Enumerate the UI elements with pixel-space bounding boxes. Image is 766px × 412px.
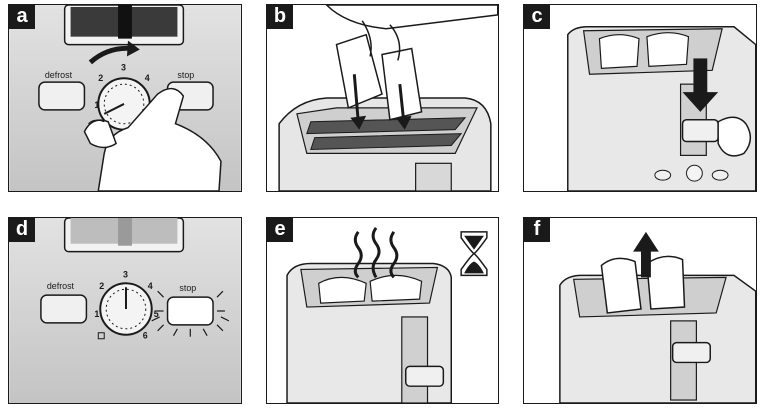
slot-left [306, 117, 467, 135]
slot-right [310, 133, 463, 150]
stop-button[interactable] [166, 296, 214, 326]
defrost-label: defrost [47, 281, 75, 291]
lever-track [401, 316, 429, 403]
bread-in-slot-left [318, 276, 367, 304]
panel-e-toasting: e [266, 217, 499, 404]
browning-dial[interactable] [99, 282, 153, 336]
insert-arrow-head-right [395, 115, 412, 130]
step-tag: a [9, 5, 35, 29]
steam-icon [353, 227, 399, 279]
fingers [361, 20, 401, 61]
defrost-button[interactable] [40, 294, 88, 324]
step-tag: b [267, 5, 293, 29]
insert-arrow-head-left [350, 115, 367, 130]
thumb [83, 119, 117, 149]
bread-slice-right [381, 47, 423, 121]
stop-label: stop [177, 70, 194, 80]
hand-holding-bread [325, 5, 498, 30]
panel-c-press-lever: c [523, 4, 757, 192]
toast-icon [97, 332, 105, 340]
bread-in-slot-left [598, 34, 640, 69]
mini-button-right [711, 169, 729, 181]
step-tag: d [9, 218, 35, 242]
insert-arrow-icon-right [398, 83, 406, 122]
dial-num-2: 2 [98, 73, 103, 83]
panel-c-illustration [567, 26, 756, 191]
finger-pressing [717, 116, 752, 157]
hourglass-icon [460, 231, 488, 277]
dial-num-6: 6 [143, 331, 148, 341]
thumbnail [88, 119, 105, 125]
dial-num-3: 3 [121, 62, 126, 72]
panel-b-insert-bread: b [266, 4, 499, 192]
bread-slice-left [335, 33, 383, 109]
rotate-arrow-head [126, 40, 140, 57]
dial-ticks [103, 83, 145, 125]
lever-handle-up[interactable] [671, 341, 711, 364]
dial-pointer [103, 103, 125, 115]
panel-d-illustration: defrost 1 2 3 4 5 6 stop [9, 218, 241, 403]
eject-arrow-head [633, 231, 659, 252]
dial-num-4: 4 [145, 73, 150, 83]
toast-slice-right-ejected [646, 255, 686, 310]
press-down-arrow-head [682, 92, 719, 112]
panel-f-eject-toast: f [523, 217, 757, 404]
toast-slice-left-ejected [600, 257, 642, 314]
dial-ticks [105, 288, 147, 330]
panel-f-illustration [559, 231, 756, 403]
eject-arrow-icon [640, 247, 651, 278]
bread-in-slot-right [646, 32, 690, 67]
mini-dial [686, 164, 703, 182]
lever-handle[interactable] [681, 119, 719, 143]
lever-down [118, 218, 132, 246]
lever-housing [415, 162, 452, 191]
dial-num-1: 1 [94, 309, 99, 319]
mini-button-left [654, 169, 672, 181]
flash-rays-icon [151, 290, 230, 337]
dial-num-5: 5 [154, 309, 159, 319]
stop-label: stop [179, 283, 196, 293]
defrost-label: defrost [45, 70, 73, 80]
bread-in-slot-right [369, 274, 423, 302]
lever-handle-down[interactable] [405, 365, 445, 387]
panel-e-illustration [286, 227, 488, 403]
insert-arrow-icon [352, 74, 360, 122]
step-tag: c [524, 5, 550, 29]
panel-a-select-browning: a defrost stop 1 2 3 4 [8, 4, 242, 192]
step-tag: f [524, 218, 550, 242]
dial-num-1: 1 [94, 100, 99, 110]
lever [118, 5, 132, 39]
dial-num-3: 3 [123, 269, 128, 279]
dial-num-4: 4 [148, 281, 153, 291]
panel-a-illustration: defrost stop 1 2 3 4 [9, 5, 241, 191]
press-down-arrow-icon [693, 58, 708, 95]
panel-d-stop-illuminated: d defrost 1 2 3 4 5 6 stop [8, 217, 242, 404]
step-tag: e [267, 218, 293, 242]
panel-b-illustration [278, 5, 498, 191]
defrost-button[interactable] [38, 81, 86, 111]
dial-num-2: 2 [99, 281, 104, 291]
